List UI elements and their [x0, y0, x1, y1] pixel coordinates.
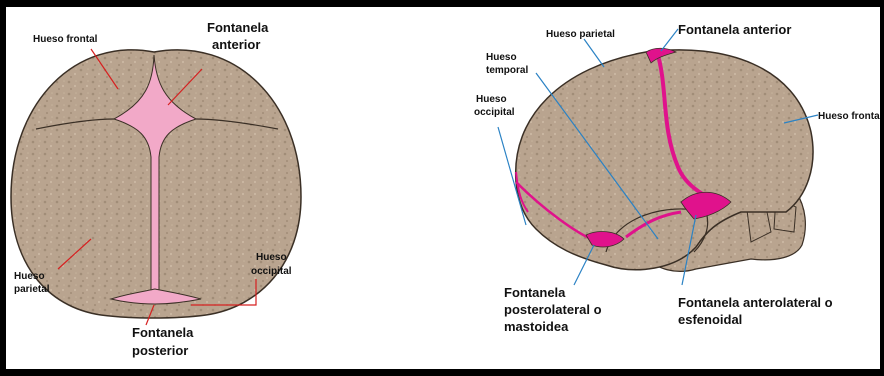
label-hueso-frontal-side: Hueso frontal	[818, 111, 880, 122]
label-hueso-parietal-side: Hueso parietal	[546, 29, 615, 40]
diagram-frame: Hueso frontal Fontanela anterior Hueso p…	[6, 7, 880, 369]
fontanelles-diagram: Hueso frontal Fontanela anterior Hueso p…	[6, 7, 880, 369]
label-hueso-occipital-top-2: occipital	[251, 266, 292, 277]
label-fontanela-posterior-top-1: Fontanela	[132, 325, 194, 340]
skull-side-view: Hueso parietal Fontanela anterior Hueso …	[474, 22, 880, 334]
label-fontanela-posterolateral-2: posterolateral o	[504, 302, 602, 317]
label-fontanela-anterolateral-1: Fontanela anterolateral o	[678, 295, 833, 310]
label-fontanela-anterior-top-2: anterior	[212, 37, 260, 52]
label-fontanela-anterior-top-1: Fontanela	[207, 20, 269, 35]
skull-top-view: Hueso frontal Fontanela anterior Hueso p…	[11, 20, 301, 358]
label-fontanela-posterior-top-2: posterior	[132, 343, 188, 358]
label-fontanela-posterolateral-1: Fontanela	[504, 285, 566, 300]
label-hueso-occipital-side-2: occipital	[474, 107, 515, 118]
leader-parietal-side	[584, 39, 604, 67]
label-fontanela-posterolateral-3: mastoidea	[504, 319, 569, 334]
leader-anterior-side	[661, 29, 678, 51]
label-hueso-parietal-top-2: parietal	[14, 284, 50, 295]
label-hueso-frontal-top: Hueso frontal	[33, 34, 98, 45]
label-hueso-occipital-side-1: Hueso	[476, 94, 507, 105]
label-hueso-temporal-side-2: temporal	[486, 65, 528, 76]
label-hueso-temporal-side-1: Hueso	[486, 52, 517, 63]
label-fontanela-anterior-side: Fontanela anterior	[678, 22, 791, 37]
label-hueso-occipital-top-1: Hueso	[256, 252, 287, 263]
label-hueso-parietal-top-1: Hueso	[14, 271, 45, 282]
label-fontanela-anterolateral-2: esfenoidal	[678, 312, 742, 327]
